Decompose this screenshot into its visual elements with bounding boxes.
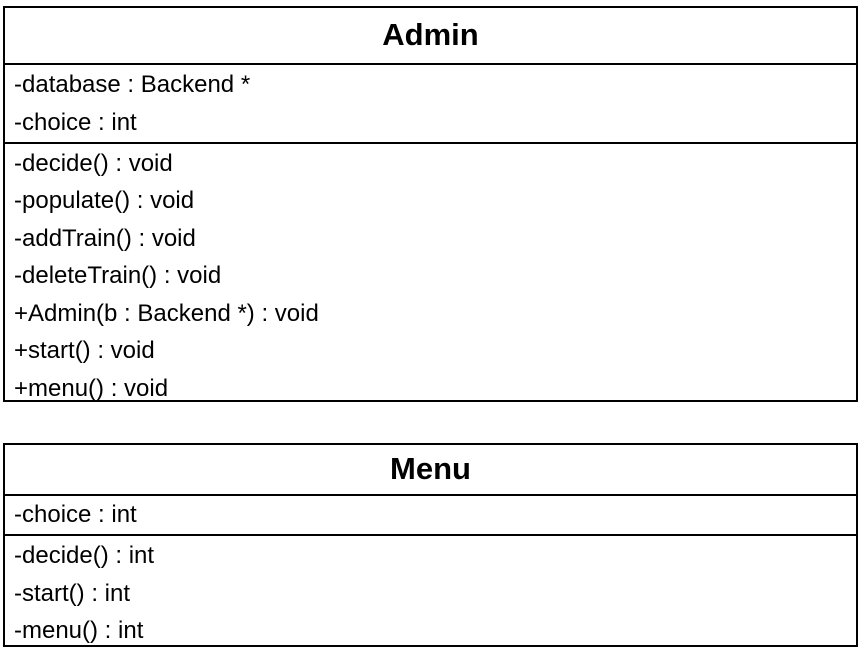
method-item: -start() : int <box>14 579 131 607</box>
methods-compartment-admin: -decide() : void -populate() : void -add… <box>5 141 856 408</box>
attribute-item: -choice : int <box>14 501 137 528</box>
method-item: -addTrain() : void <box>14 224 196 252</box>
method-list-menu: -decide() : int -start() : int -menu() :… <box>5 537 856 650</box>
attribute-list-menu: -choice : int <box>5 496 856 534</box>
method-item: -populate() : void <box>14 187 195 214</box>
attributes-compartment-admin: -database : Backend * -choice : int <box>5 63 856 142</box>
method-item: -menu() : int <box>14 617 144 644</box>
class-name-menu: Menu <box>390 451 471 486</box>
method-item: +Admin(b : Backend *) : void <box>14 299 319 327</box>
uml-class-admin[interactable]: Admin -database : Backend * -choice : in… <box>3 6 858 402</box>
class-name-admin: Admin <box>382 17 479 52</box>
methods-compartment-menu: -decide() : int -start() : int -menu() :… <box>5 534 856 650</box>
attribute-item: -choice : int <box>14 109 137 136</box>
method-item: -deleteTrain() : void <box>14 262 222 289</box>
method-item: -decide() : void <box>14 149 173 177</box>
method-item: -decide() : int <box>14 542 155 569</box>
attribute-list-admin: -database : Backend * -choice : int <box>5 65 856 142</box>
attributes-compartment-menu: -choice : int <box>5 494 856 534</box>
method-list-admin: -decide() : void -populate() : void -add… <box>5 145 856 408</box>
attribute-item: -database : Backend * <box>14 71 251 98</box>
method-item: +menu() : void <box>14 374 169 402</box>
method-item: +start() : void <box>14 337 155 364</box>
uml-class-menu[interactable]: Menu -choice : int -decide() : int -star… <box>3 443 858 647</box>
